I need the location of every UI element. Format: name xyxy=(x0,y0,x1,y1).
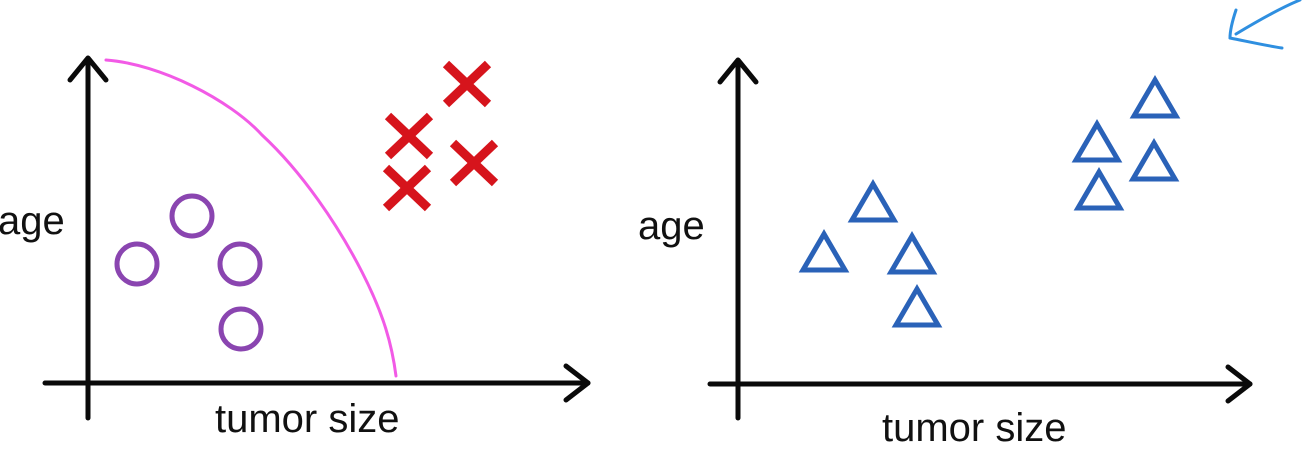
left-x-axis xyxy=(42,363,591,403)
right-x-axis xyxy=(707,364,1253,404)
right-panel: age tumor size xyxy=(638,57,1253,450)
triangle-marker xyxy=(1071,119,1123,163)
annotation-arrow-icon xyxy=(1228,0,1302,50)
cross-marker xyxy=(382,164,432,212)
cross-marker xyxy=(449,139,499,187)
triangle-marker xyxy=(886,231,938,275)
decision-boundary-curve xyxy=(104,58,398,378)
triangle-marker xyxy=(1129,75,1181,119)
triangle-marker xyxy=(1128,138,1180,182)
left-panel: age tumor size xyxy=(0,55,591,441)
class-a-points xyxy=(114,193,264,352)
circle-marker xyxy=(114,241,160,287)
right-xlabel: tumor size xyxy=(882,406,1067,450)
left-y-axis xyxy=(67,55,109,421)
triangle-marker xyxy=(891,284,943,328)
cross-marker xyxy=(384,112,434,160)
triangle-marker xyxy=(798,229,850,273)
cross-marker xyxy=(442,60,492,108)
circle-marker xyxy=(217,241,263,287)
right-ylabel: age xyxy=(638,204,705,248)
right-y-axis xyxy=(717,57,759,421)
unlabeled-points xyxy=(798,75,1181,328)
left-ylabel: age xyxy=(0,199,65,243)
left-xlabel: tumor size xyxy=(215,397,400,441)
circle-marker xyxy=(169,193,215,239)
class-b-points xyxy=(382,60,499,212)
triangle-marker xyxy=(847,179,899,223)
circle-marker xyxy=(218,306,264,352)
triangle-marker xyxy=(1073,167,1125,211)
